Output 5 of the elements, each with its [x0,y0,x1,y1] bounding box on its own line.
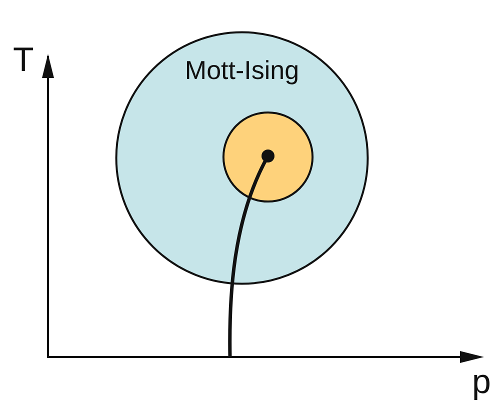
axis-label: T [13,43,34,77]
critical-region-circle [223,112,313,202]
region-label: Mott-Ising [184,55,300,86]
phase-region-circle [115,31,369,285]
axis-label: p [472,365,491,399]
